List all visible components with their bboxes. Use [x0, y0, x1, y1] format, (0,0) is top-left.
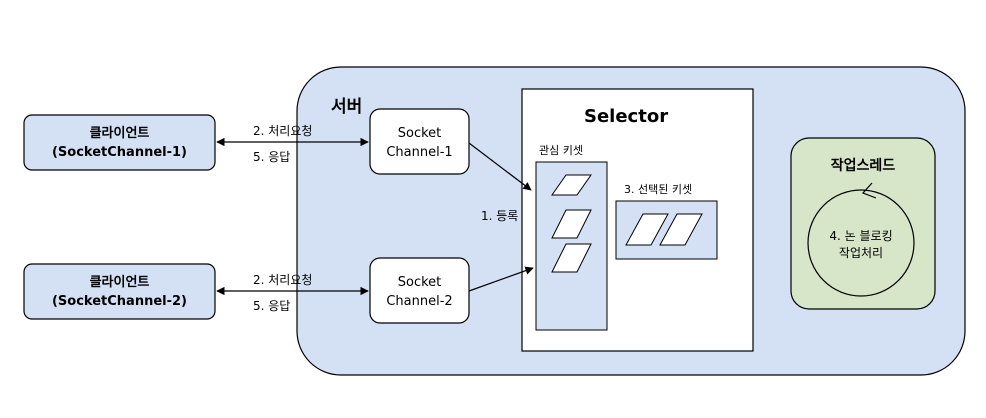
selected-keyset-box [615, 200, 718, 260]
worker-loop-arrowhead [861, 182, 877, 199]
socket-channel-box-1 [369, 108, 470, 175]
selected-key-1 [625, 213, 669, 246]
socket-channel-2-line1: Socket [397, 275, 442, 290]
socket-channel-1-line1: Socket [397, 126, 442, 141]
interest-key-1 [551, 174, 592, 196]
interest-keyset-label: 관심 키셋 [539, 144, 583, 157]
worker-task-line1: 4. 논 블로킹 [829, 229, 893, 243]
socket-channel-2-line2: Channel-2 [386, 294, 453, 309]
worker-task-line2: 작업처리 [838, 246, 884, 260]
client-1-channel: (SocketChannel-1) [51, 145, 187, 160]
client-label-2: 클라이언트 (SocketChannel-2) [24, 273, 215, 311]
worker-loop-circle [807, 189, 915, 297]
selected-key-2 [659, 213, 703, 246]
client-box-1 [23, 114, 216, 171]
response-label-2: 5. 응답 [253, 299, 291, 313]
worker-thread-box [790, 137, 936, 310]
selected-keyset-label: 3. 선택된 키셋 [624, 183, 693, 196]
request-label-1: 2. 처리요청 [253, 124, 313, 138]
response-label-1: 5. 응답 [253, 150, 291, 164]
worker-thread-title: 작업스레드 [830, 158, 896, 174]
client-box-2 [23, 263, 216, 320]
register-arrow-2 [468, 266, 534, 292]
interest-key-3 [551, 243, 592, 273]
socket-channel-label-2: Socket Channel-2 [370, 273, 469, 311]
register-label: 1. 등록 [481, 209, 519, 223]
selector-title: Selector [584, 106, 669, 127]
client-1-title: 클라이언트 [89, 126, 150, 141]
socket-channel-label-1: Socket Channel-1 [370, 124, 469, 162]
client-2-channel: (SocketChannel-2) [51, 294, 187, 309]
request-label-2: 2. 처리요청 [253, 273, 313, 287]
client-label-1: 클라이언트 (SocketChannel-1) [24, 124, 215, 162]
client-2-title: 클라이언트 [89, 275, 150, 290]
interest-key-2 [551, 209, 592, 239]
register-arrow-1 [468, 142, 532, 191]
server-label: 서버 [331, 97, 363, 117]
worker-task-label: 4. 논 블로킹 작업처리 [808, 228, 914, 262]
socket-channel-1-line2: Channel-1 [386, 145, 453, 160]
